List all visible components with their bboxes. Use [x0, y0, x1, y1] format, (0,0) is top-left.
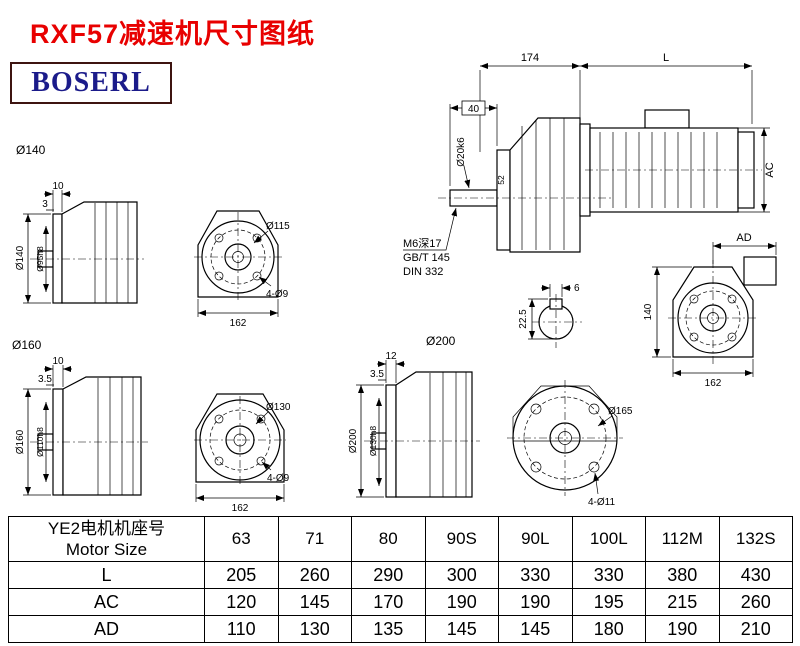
motor-size-label-cn: YE2电机机座号	[47, 519, 166, 538]
page-title: RXF57减速机尺寸图纸	[30, 19, 316, 49]
value-cell: 180	[571, 615, 646, 643]
value-cell: 290	[351, 561, 426, 589]
row-label: AD	[8, 615, 205, 643]
value-cell: 430	[718, 561, 793, 589]
technical-drawing-canvas: 174 L AC 40 Ø20k6 52 M6深17 GB/T 145 DIN …	[12, 52, 777, 514]
dim-label-key-height: 22.5	[518, 309, 529, 329]
motor-dimension-table: YE2电机机座号 Motor Size 63 71 80 90S 90L 100…	[8, 516, 793, 643]
value-cell: 190	[498, 588, 573, 616]
view-main-assembly: 174 L AC 40 Ø20k6 52 M6深17 GB/T 145 DIN …	[403, 52, 776, 278]
view-shaft-key-section: 6 22.5	[518, 283, 582, 348]
table-header-row: YE2电机机座号 Motor Size 63 71 80 90S 90L 100…	[8, 516, 793, 562]
dim-label-flange160-step: 3.5	[38, 374, 52, 385]
dim-label-162-output: 162	[705, 378, 722, 389]
value-cell: 260	[718, 588, 793, 616]
table-header-motor-size: YE2电机机座号 Motor Size	[8, 516, 205, 562]
size-cell: 63	[204, 516, 279, 562]
view-flange160-side: Ø160 10 3.5 Ø160 Ø110h8	[12, 338, 148, 496]
dim-label-140: 140	[643, 303, 654, 320]
size-cell: 90L	[498, 516, 573, 562]
dim-label-flange200-spigot: Ø130h8	[368, 426, 378, 457]
dim-label-bc115: Ø115	[266, 221, 290, 232]
group-label-200: Ø200	[426, 334, 456, 348]
dim-label-AC: AC	[764, 162, 776, 177]
value-cell: 135	[351, 615, 426, 643]
dim-label-holes-160: 4-Ø9	[267, 473, 290, 484]
value-cell: 130	[277, 615, 352, 643]
dim-label-flange140-od: Ø140	[15, 245, 26, 270]
dim-label-52: 52	[496, 175, 506, 185]
size-cell: 112M	[645, 516, 720, 562]
view-flange200-front: Ø165 4-Ø11	[507, 380, 633, 508]
group-label-160: Ø160	[12, 338, 42, 352]
view-output-front: AD 140 162	[643, 232, 777, 389]
dim-label-flange160-thickness: 10	[52, 356, 64, 367]
motor-size-label-en: Motor Size	[65, 540, 148, 559]
dim-label-flange200-od: Ø200	[348, 428, 359, 453]
size-cell: 132S	[718, 516, 793, 562]
value-cell: 300	[424, 561, 499, 589]
dim-label-flange140-thickness: 10	[52, 181, 64, 192]
dim-label-AD: AD	[736, 232, 751, 244]
dim-label-flange160-spigot: Ø110h8	[35, 427, 45, 457]
dim-label-162-f140: 162	[230, 318, 247, 329]
value-cell: 210	[718, 615, 793, 643]
size-cell: 100L	[571, 516, 646, 562]
value-cell: 145	[424, 615, 499, 643]
dim-label-flange200-step: 3.5	[370, 369, 384, 380]
dim-label-flange200-thickness: 12	[385, 351, 397, 362]
table-row-AD: AD 110 130 135 145 145 180 190 210	[8, 615, 793, 643]
table-row-AC: AC 120 145 170 190 190 195 215 260	[8, 588, 793, 616]
dim-label-162-f160: 162	[232, 503, 249, 514]
view-flange160-front: Ø130 4-Ø9 162	[194, 393, 291, 514]
dim-label-40: 40	[468, 104, 480, 115]
value-cell: 380	[645, 561, 720, 589]
value-cell: 145	[498, 615, 573, 643]
value-cell: 190	[645, 615, 720, 643]
dim-label-shaft-dia: Ø20k6	[456, 137, 467, 167]
dim-label-L: L	[663, 52, 669, 64]
size-cell: 80	[351, 516, 426, 562]
view-flange140-side: Ø140 10 3 Ø140 Ø95h8	[15, 143, 144, 304]
motor-terminal-box	[644, 109, 690, 129]
value-cell: 195	[571, 588, 646, 616]
dim-label-bc130: Ø130	[266, 402, 291, 413]
group-label-140: Ø140	[16, 143, 46, 157]
dim-label-flange160-od: Ø160	[15, 429, 26, 454]
terminal-box-front	[743, 256, 777, 286]
value-cell: 110	[204, 615, 279, 643]
brand-logo: BOSERL	[10, 62, 172, 104]
size-cell: 71	[277, 516, 352, 562]
row-label: L	[8, 561, 205, 589]
view-flange200-side: Ø200 12 3.5 Ø200 Ø130h8	[348, 334, 480, 498]
view-flange140-front: Ø115 4-Ø9 162	[194, 210, 290, 329]
dim-label-flange140-spigot: Ø95h8	[35, 246, 45, 272]
value-cell: 205	[204, 561, 279, 589]
dim-label-holes-140: 4-Ø9	[266, 289, 289, 300]
dim-label-key-width: 6	[574, 283, 580, 294]
table-row-L: L 205 260 290 300 330 330 380 430	[8, 561, 793, 589]
size-cell: 90S	[424, 516, 499, 562]
value-cell: 260	[277, 561, 352, 589]
dim-label-bc165: Ø165	[608, 406, 633, 417]
row-label: AC	[8, 588, 205, 616]
value-cell: 330	[498, 561, 573, 589]
value-cell: 145	[277, 588, 352, 616]
value-cell: 170	[351, 588, 426, 616]
value-cell: 190	[424, 588, 499, 616]
dim-label-174: 174	[521, 52, 539, 64]
value-cell: 120	[204, 588, 279, 616]
note-tapped-hole: M6深17	[403, 237, 442, 250]
note-gbt-standard: GB/T 145	[403, 252, 450, 264]
dim-label-flange140-step: 3	[42, 199, 48, 210]
dim-label-holes-200: 4-Ø11	[588, 497, 615, 508]
value-cell: 215	[645, 588, 720, 616]
value-cell: 330	[571, 561, 646, 589]
note-din-standard: DIN 332	[403, 266, 443, 278]
